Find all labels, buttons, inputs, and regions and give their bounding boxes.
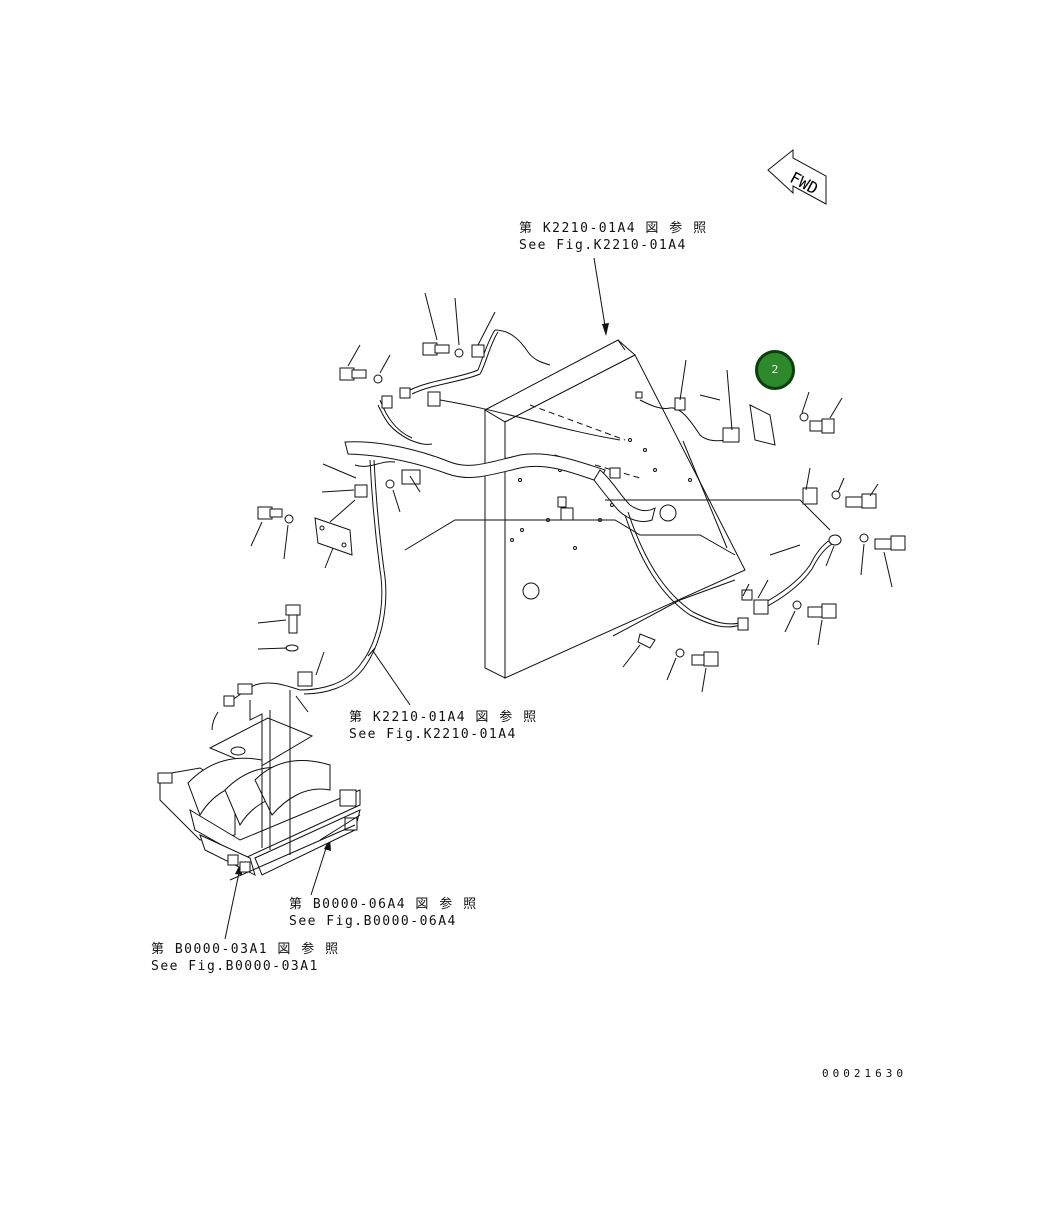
callout-ref-mid: 第 K2210-01A4 図 参 照 See Fig.K2210-01A4 — [349, 709, 538, 743]
callout-ref-top: 第 K2210-01A4 図 参 照 See Fig.K2210-01A4 — [519, 220, 708, 254]
leader-lines — [224, 257, 893, 940]
wire-harness — [211, 329, 833, 731]
fasteners — [223, 342, 906, 707]
callout-jp-text: 第 B0000-06A4 図 参 照 — [289, 897, 478, 912]
callout-en-text: See Fig.B0000-06A4 — [289, 914, 457, 929]
callout-en-text: See Fig.K2210-01A4 — [349, 727, 517, 742]
callout-ref-b6: 第 B0000-06A4 図 参 照 See Fig.B0000-06A4 — [289, 896, 478, 930]
main-panel — [483, 339, 746, 679]
callout-jp-text: 第 K2210-01A4 図 参 照 — [519, 221, 708, 236]
callout-jp-text: 第 B0000-03A1 図 参 照 — [151, 942, 340, 957]
bracket-assembly — [157, 690, 361, 881]
callout-en-text: See Fig.K2210-01A4 — [519, 238, 687, 253]
callout-ref-b3: 第 B0000-03A1 図 参 照 See Fig.B0000-03A1 — [151, 941, 340, 975]
fwd-arrow-icon: FWD — [767, 148, 827, 205]
callout-jp-text: 第 K2210-01A4 図 参 照 — [349, 710, 538, 725]
callout-en-text: See Fig.B0000-03A1 — [151, 959, 319, 974]
drawing-code: 00021630 — [822, 1067, 907, 1080]
part-number-badge[interactable]: 2 — [755, 350, 795, 390]
